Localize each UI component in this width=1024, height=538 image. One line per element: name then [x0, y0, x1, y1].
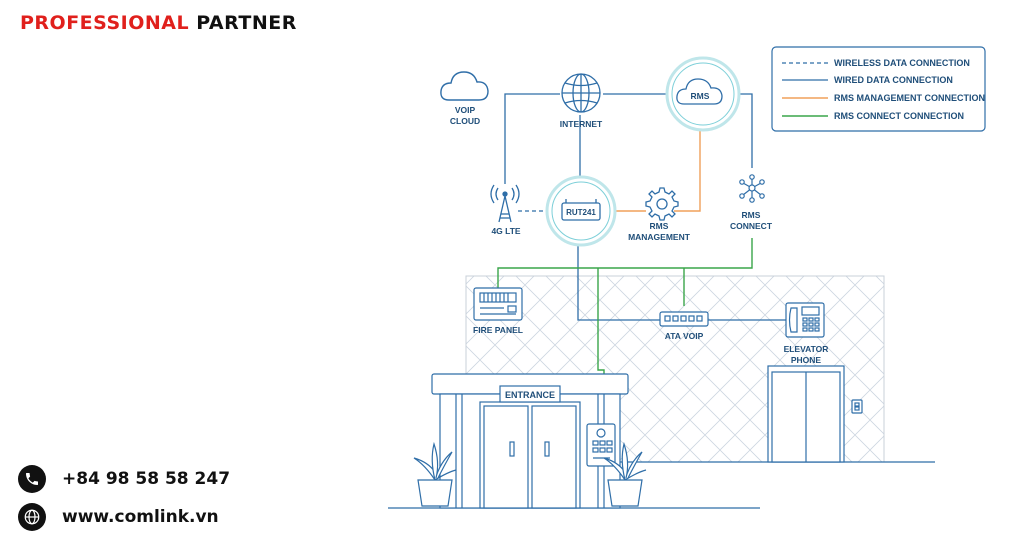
brand-title-partner: PARTNER — [196, 12, 297, 34]
plant-left-icon — [413, 441, 457, 507]
router-node: RUT241 — [545, 175, 617, 247]
wired-connections — [504, 93, 786, 321]
phone-icon — [785, 302, 825, 338]
elevator-phone-label-1: ELEVATOR — [784, 344, 829, 354]
contact-website[interactable]: www.comlink.vn — [18, 503, 219, 531]
fire-panel-label: FIRE PANEL — [473, 325, 523, 335]
legend-wireless-label: WIRELESS DATA CONNECTION — [834, 58, 970, 68]
ata-voip-label: ATA VOIP — [665, 331, 704, 341]
lte-label: 4G LTE — [491, 226, 520, 236]
entrance-building — [431, 373, 629, 509]
elevator-phone-label-2: PHONE — [791, 355, 822, 365]
internet-label: INTERNET — [560, 119, 603, 129]
rms-connect-label-2: CONNECT — [730, 221, 773, 231]
rms-cloud-icon — [676, 78, 723, 105]
voip-cloud-label-2: CLOUD — [450, 116, 480, 126]
globe-icon — [561, 73, 601, 113]
phone-icon — [18, 465, 46, 493]
globe-icon — [18, 503, 46, 531]
ata-voip-icon — [659, 311, 709, 327]
rms-connect-label-1: RMS — [742, 210, 761, 220]
rms-mgmt-label-1: RMS — [650, 221, 669, 231]
brand-title-professional: PROFESSIONAL — [20, 12, 190, 34]
legend-rms-mgmt-label: RMS MANAGEMENT CONNECTION — [834, 93, 985, 103]
intercom-icon — [586, 423, 616, 467]
fire-panel-icon — [473, 287, 523, 321]
voip-cloud-label-1: VOIP — [455, 105, 476, 115]
entrance-label: ENTRANCE — [505, 390, 555, 400]
rms-label: RMS — [691, 91, 710, 101]
brand-title: PROFESSIONAL PARTNER — [20, 12, 297, 34]
rms-management-connections — [614, 128, 701, 212]
network-icon — [739, 174, 765, 203]
router-device-icon — [561, 202, 601, 221]
phone-number[interactable]: +84 98 58 58 247 — [62, 469, 231, 489]
legend-rms-connect-label: RMS CONNECT CONNECTION — [834, 111, 964, 121]
legend: WIRELESS DATA CONNECTION WIRED DATA CONN… — [771, 46, 986, 132]
gear-icon — [645, 187, 679, 221]
cloud-icon — [440, 71, 489, 101]
router-label: RUT241 — [566, 208, 596, 217]
plant-right-icon — [603, 441, 647, 507]
rms-mgmt-label-2: MANAGEMENT — [628, 232, 691, 242]
legend-wired-label: WIRED DATA CONNECTION — [834, 75, 953, 85]
elevator-doors — [767, 365, 863, 463]
antenna-tower-icon — [490, 184, 520, 223]
rms-node: RMS — [665, 56, 741, 132]
website-url[interactable]: www.comlink.vn — [62, 507, 219, 527]
contact-phone[interactable]: +84 98 58 58 247 — [18, 465, 230, 493]
